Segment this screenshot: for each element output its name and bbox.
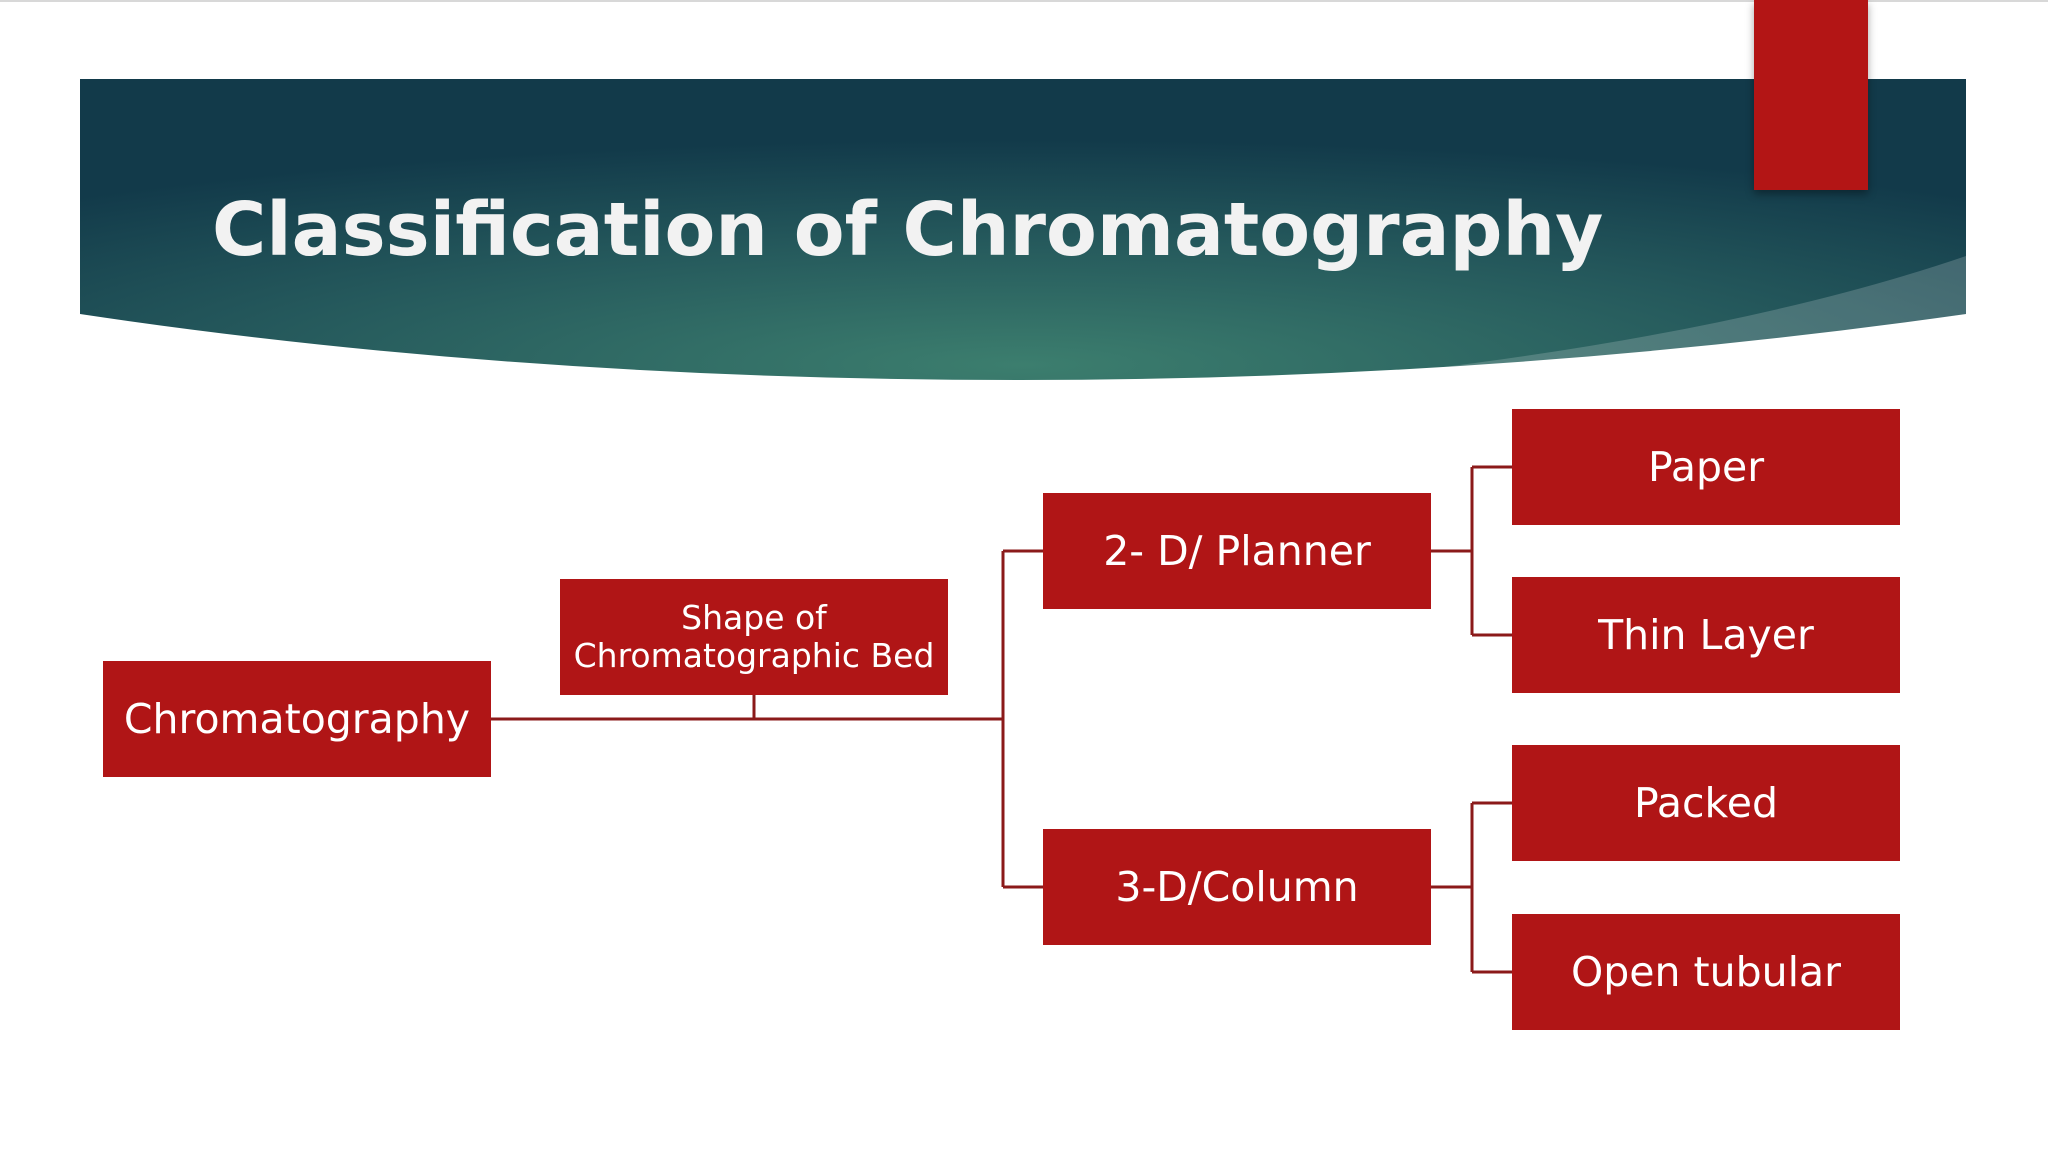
banner-shape: [80, 79, 1966, 380]
title-banner: [80, 79, 1966, 380]
node-thin-layer-label: Thin Layer: [1598, 611, 1814, 659]
node-shape-of-chromatographic-bed: Shape of Chromatographic Bed: [560, 579, 948, 695]
decorative-red-tab: [1754, 0, 1868, 190]
node-open-tubular-label: Open tubular: [1571, 948, 1841, 996]
top-border-line: [0, 0, 2048, 2]
node-paper: Paper: [1512, 409, 1900, 525]
node-criterion-line2: Chromatographic Bed: [573, 636, 935, 675]
node-chromatography: Chromatography: [103, 661, 491, 777]
node-criterion-line1: Shape of: [681, 598, 827, 637]
node-chromatography-label: Chromatography: [123, 695, 471, 743]
node-paper-label: Paper: [1647, 443, 1765, 491]
node-3d-column-label: 3-D/Column: [1115, 863, 1359, 911]
banner-swoosh: [1420, 256, 1966, 370]
node-open-tubular: Open tubular: [1512, 914, 1900, 1030]
node-3d-column: 3-D/Column: [1043, 829, 1431, 945]
node-packed-label: Packed: [1633, 779, 1779, 827]
node-2d-planner: 2- D/ Planner: [1043, 493, 1431, 609]
node-packed: Packed: [1512, 745, 1900, 861]
slide-title: Classification of Chromatography: [212, 187, 1604, 273]
node-2d-planner-label: 2- D/ Planner: [1103, 527, 1371, 575]
node-thin-layer: Thin Layer: [1512, 577, 1900, 693]
